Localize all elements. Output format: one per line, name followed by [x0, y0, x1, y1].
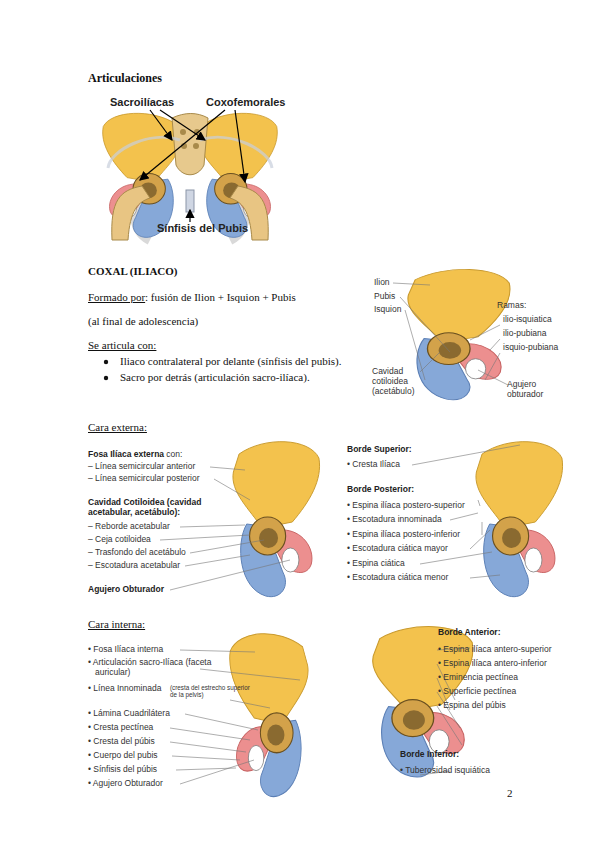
leader-lines [160, 467, 290, 590]
text-label: Formado por [88, 291, 145, 303]
text-label: Sínfisis del Pubis [157, 222, 248, 234]
text-label: ilio-isquiatica [503, 314, 552, 324]
text-label: Cara interna: [88, 618, 145, 630]
text-label: Agujero Obturador [88, 584, 164, 594]
text-label: Agujero obturador [507, 379, 557, 399]
text-label: Borde Superior: [347, 444, 412, 454]
text-label: Se articula con: [88, 339, 156, 351]
text-label: • Articulación sacro-Ilíaca (faceta auri… [88, 657, 213, 677]
text-label: • Espina ciática [347, 558, 405, 568]
text-label: (al final de adolescencia) [88, 315, 198, 327]
page-title: Articulaciones [88, 71, 162, 86]
text-label: • Escotadura innominada [347, 514, 442, 524]
text-label: : fusión de Ilion + Isquion + Pubis [145, 291, 296, 303]
text-label: • Fosa Ilíaca interna [88, 644, 163, 654]
text-label: – Trasfondo del acetábulo [88, 547, 186, 557]
text-label: Fosa Ilíaca externa [88, 449, 164, 459]
text-label: • Cresta del púbis [88, 736, 155, 746]
text-label: Isquion [374, 304, 401, 314]
text-label: Borde Posterior: [347, 484, 414, 494]
coxal-overview [408, 269, 510, 399]
text-label: • Sínfisis del púbis [88, 764, 157, 774]
text-label: isquio-pubiana [503, 342, 558, 352]
text-label: COXAL (ILIACO) [88, 265, 178, 277]
text-label: • Espina del púbis [438, 700, 506, 710]
text-label: ilio-pubiana [503, 328, 546, 338]
text-label: • Superficie pectínea [438, 686, 516, 696]
text-label: Cavidad cotiloidea (acetábulo) [372, 366, 424, 396]
text-label: – Escotadura acetabular [88, 560, 180, 570]
coxal-internal [230, 634, 308, 797]
text-label: con: [164, 449, 182, 459]
text-label: – Línea semicircular anterior [88, 461, 195, 471]
text-label: • Línea Innominada [88, 683, 161, 693]
text-label: • Eminencia pectínea [438, 672, 518, 682]
text-label: • Cresta pectínea [88, 722, 153, 732]
text-label: Borde Inferior: [400, 749, 459, 759]
text-label: (cresta del estrecho superior de la pelv… [170, 684, 252, 698]
text-label: Sacroilíacas [110, 96, 174, 108]
leader-lines [412, 445, 520, 578]
text-label: • Escotadura ciática menor [347, 572, 448, 582]
text-label: • Espina ilíaca postero-superior [347, 500, 465, 510]
coxal-external [233, 442, 320, 597]
leader-lines [170, 650, 300, 784]
text-label: Pubis [374, 291, 395, 301]
text-label: Iliaco contralateral por delante (sínfis… [120, 355, 341, 367]
text-label: • Agujero Obturador [88, 778, 163, 788]
text-label: Cara externa: [88, 421, 147, 433]
bullet [104, 376, 108, 380]
bullet [104, 360, 108, 364]
text-label: Coxofemorales [206, 96, 285, 108]
text-label: – Reborde acetabular [88, 521, 170, 531]
leader-lines [393, 283, 508, 385]
text-label: Borde Anterior: [438, 627, 501, 637]
text-label: – Ceja cotiloidea [88, 534, 151, 544]
text-label: • Espina ilíaca antero-superior [438, 644, 552, 654]
text-label: • Escotadura ciática mayor [347, 543, 448, 553]
text-label: • Cuerpo del pubis [88, 750, 158, 760]
text-label: – Línea semicircular posterior [88, 473, 200, 483]
pelvis-illustration [103, 110, 278, 240]
text-label: • Espina ilíaca antero-inferior [438, 658, 547, 668]
text-label: 2 [507, 787, 513, 799]
text-label: • Lámina Cuadrilátera [88, 708, 170, 718]
coxal-borders-external [476, 442, 563, 597]
text-label: • Cresta Ilíaca [347, 459, 400, 469]
text-label: • Tuberosidad isquiática [400, 765, 490, 775]
text-label: Cavidad Cotiloidea (cavidad acetabular, … [88, 497, 238, 517]
text-label: • Espina ilíaca postero-inferior [347, 529, 460, 539]
text-label: Ramas: [497, 300, 526, 310]
text-label: Ilion [374, 277, 390, 287]
text-label: Sacro por detrás (articulación sacro-ilí… [120, 371, 310, 383]
